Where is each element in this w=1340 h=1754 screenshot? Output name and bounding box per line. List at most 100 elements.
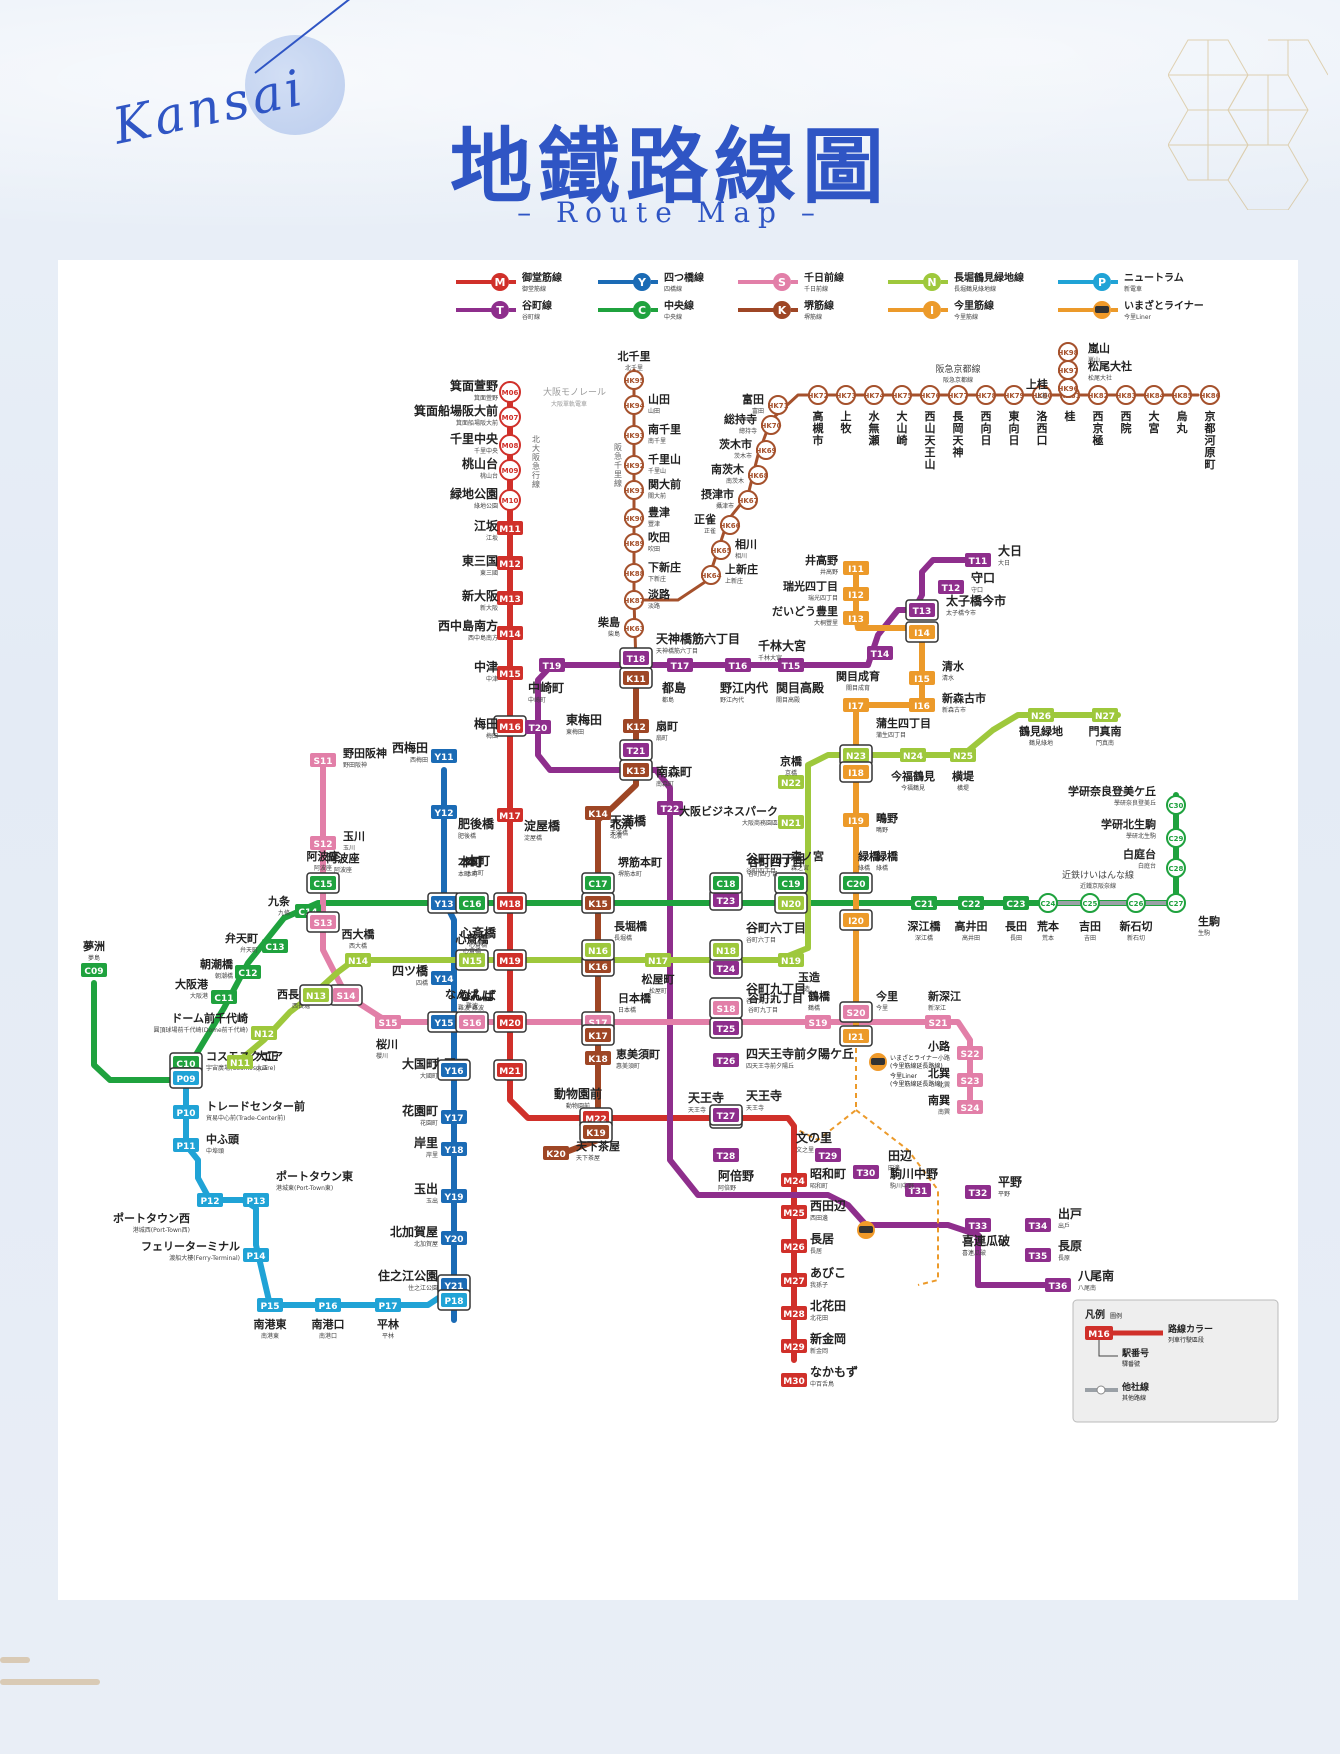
station-code: M28 [783, 1310, 804, 1320]
station-marker [585, 943, 611, 957]
station-marker [843, 748, 869, 762]
vertical-label-char: 神 [953, 445, 964, 459]
vertical-label-char: 行 [532, 470, 540, 480]
station-code: I21 [848, 1033, 864, 1043]
station-name: 清水 [942, 659, 965, 673]
station-marker [624, 425, 644, 445]
vertical-label-char: 口 [1037, 434, 1048, 447]
station-marker [805, 1015, 831, 1029]
station-name-sub: 井高野 [820, 568, 838, 576]
station-name: 横堤 [952, 769, 975, 783]
station-name-sub: 堺筋本町 [618, 870, 642, 878]
station-name-sub: 千里中央 [474, 447, 498, 455]
legend-label: いまざとライナー [1124, 299, 1204, 312]
station-name-sub: 玉川 [343, 845, 355, 852]
station-marker [781, 1373, 807, 1387]
station-code: HK93 [623, 432, 644, 440]
station-name: 箕面船場阪大前 [414, 403, 498, 418]
station-name: 京橋 [780, 754, 803, 768]
station-name: 大正 [256, 1049, 278, 1063]
station-marker [243, 1248, 269, 1262]
station-marker [262, 939, 288, 953]
station-code: I12 [848, 591, 864, 601]
station-code: M22 [585, 1115, 606, 1125]
vertical-label-char: 山 [925, 457, 936, 471]
station-name-sub: 本町 [466, 870, 478, 878]
station-name: 本町 [461, 855, 483, 869]
station-code: C10 [176, 1060, 195, 1070]
station-marker [497, 521, 523, 535]
station-code: T25 [717, 1025, 736, 1035]
station-code: Y21 [443, 1282, 463, 1292]
station-name-sub: 南千里 [648, 437, 666, 445]
station-name: 淡路 [648, 587, 671, 601]
vertical-label-char: 向 [1009, 421, 1020, 435]
vertical-label-char: 日 [981, 434, 992, 447]
key-line-color-sub: 列車行駛區段 [1168, 1336, 1204, 1344]
station-name: 荒本 [1036, 919, 1059, 933]
vertical-label-char: 線 [532, 479, 540, 489]
station-name: 西梅田 [392, 740, 428, 755]
bus-icon-body [871, 1058, 885, 1065]
vertical-label: 大山崎 [897, 409, 908, 447]
station-marker [585, 1051, 611, 1065]
station-name-sub: 生駒 [1198, 929, 1210, 937]
station-marker [624, 508, 644, 528]
stations-layer: M06箕面萱野箕面萱野M07箕面船場阪大前箕面船場阪大前M08千里中央千里中央M… [81, 341, 1221, 1388]
station-code: M09 [502, 467, 519, 475]
station-name-sub: 岸里 [426, 1152, 438, 1159]
station-name: 鴫野 [876, 811, 898, 825]
station-name-sub: 大日 [998, 559, 1010, 567]
station-name: 阿倍野 [718, 1168, 754, 1183]
station-name-sub: 學研奈良登美丘 [1114, 799, 1156, 807]
station-name-sub: 天神橋筋六丁目 [656, 647, 698, 655]
station-name-sub: 中百舌鳥 [810, 1380, 834, 1388]
station-marker [1038, 893, 1058, 913]
station-name-sub: 清水 [942, 674, 954, 682]
station-name: 谷町四丁目 [748, 855, 803, 869]
station-name: 今里 [875, 989, 898, 1003]
station-name-sub: 新金岡 [810, 1347, 828, 1355]
station-code: HK63 [623, 625, 644, 633]
station-name-sub: 大桐豐里 [814, 619, 838, 627]
station-marker [497, 1015, 523, 1029]
station-code: K19 [586, 1129, 606, 1139]
station-code: S16 [462, 1019, 481, 1029]
station-code: S24 [960, 1104, 979, 1114]
station-marker [624, 480, 644, 500]
station-code: N20 [781, 900, 801, 910]
station-name: 関目高殿 [776, 680, 825, 695]
station-marker [497, 556, 523, 570]
station-marker [431, 971, 457, 985]
station-name: 門真南 [1089, 724, 1122, 738]
legend-label: 中央線 [664, 299, 694, 312]
station-name: 瑞光四丁目 [783, 579, 838, 593]
station-name-sub: 千林大宮 [758, 654, 782, 662]
station-code: K15 [588, 900, 608, 910]
legend-line-icon [633, 301, 651, 319]
asanoha-pattern-decoration [1168, 39, 1328, 210]
station-code: Y15 [433, 1019, 453, 1029]
kintetsu-note-sub: 近鐵京阪奈線 [1080, 882, 1116, 890]
station-code: I14 [914, 629, 930, 639]
vertical-label-char: 西 [981, 410, 992, 423]
station-name-sub: 出戶 [1058, 1222, 1070, 1230]
station-marker [965, 1218, 991, 1232]
station-name-sub: 新大阪 [480, 604, 498, 612]
station-code: K17 [588, 1032, 608, 1042]
station-code: HK89 [623, 540, 644, 548]
station-code: K20 [546, 1150, 566, 1160]
station-name-sub: 本町 [458, 870, 470, 878]
station-marker [624, 533, 644, 553]
station-name: 北巽 [928, 1066, 950, 1080]
station-name: 四天王寺前夕陽ケ丘 [746, 1046, 854, 1061]
station-name: 森ノ宮 [791, 849, 824, 863]
station-name: 深江橋 [908, 919, 942, 933]
station-name-sub: 嵐山 [1088, 356, 1100, 364]
station-name-sub: 四天王寺前夕陽丘 [746, 1062, 794, 1070]
station-marker [235, 965, 261, 979]
station-code: M26 [783, 1243, 804, 1253]
station-name-sub: 長堀橋 [614, 934, 632, 942]
newtram-line [183, 1060, 457, 1308]
